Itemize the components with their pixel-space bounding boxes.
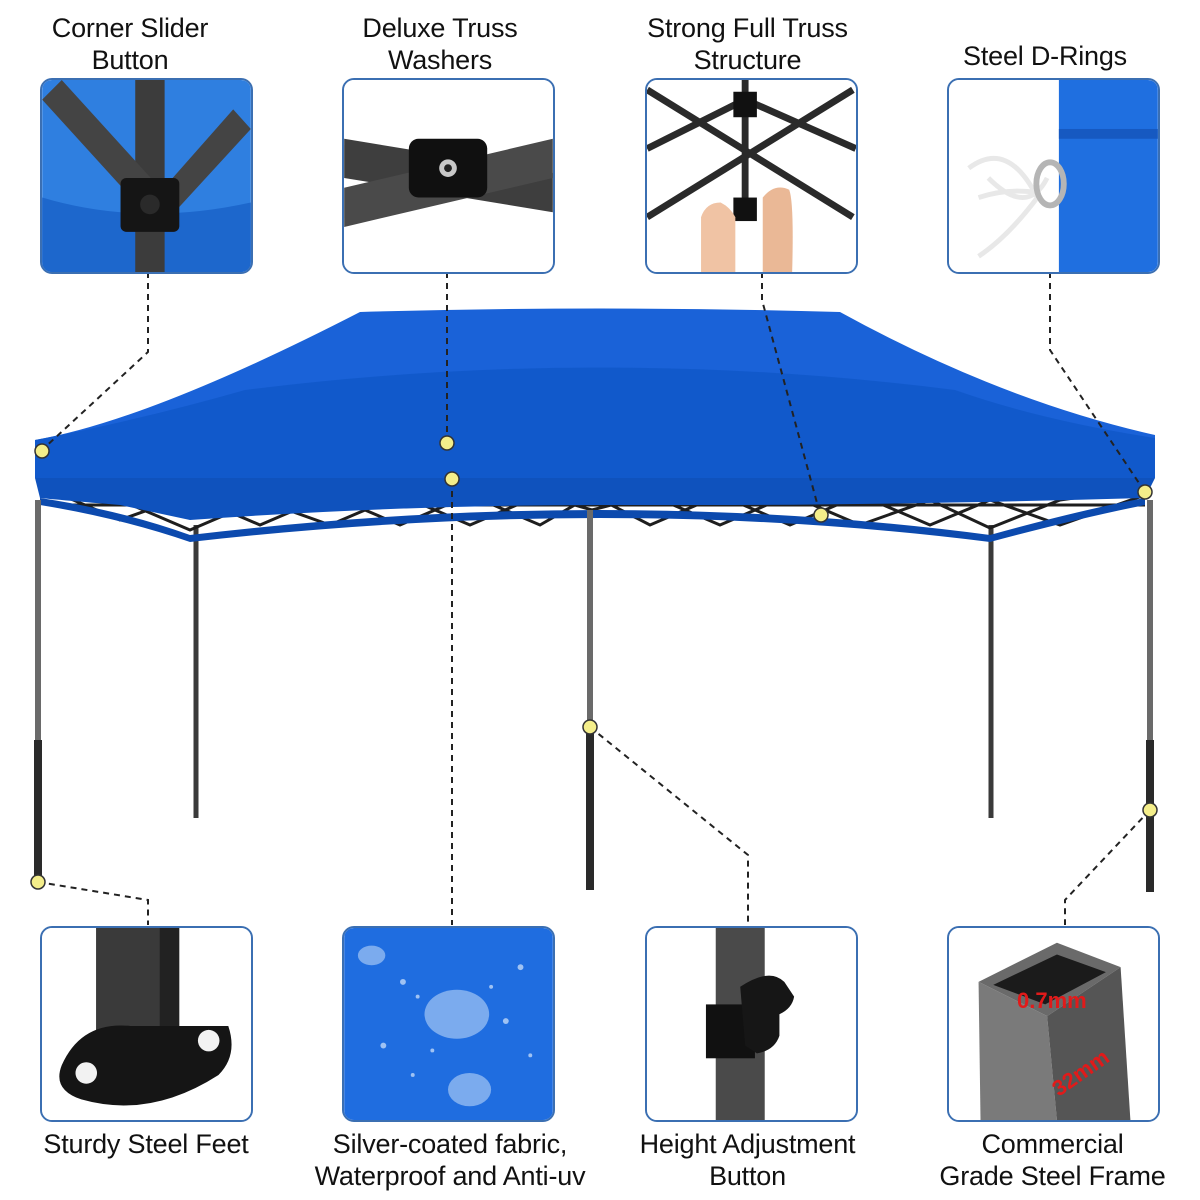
height-button-panel bbox=[645, 926, 858, 1122]
truss-structure-label: Strong Full Truss Structure bbox=[647, 13, 848, 75]
corner-slider-photo bbox=[42, 80, 251, 272]
canopy-valance bbox=[35, 478, 1155, 520]
steel-feet-label: Sturdy Steel Feet bbox=[43, 1129, 249, 1159]
hand-icon bbox=[762, 187, 793, 272]
truss-washer-photo bbox=[344, 80, 553, 272]
foot-plate-icon bbox=[59, 1025, 232, 1106]
truss-structure-panel bbox=[645, 78, 858, 274]
truss-washers-panel bbox=[342, 78, 555, 274]
water-drop-icon bbox=[448, 1072, 492, 1107]
truss-structure-photo bbox=[647, 80, 856, 272]
corner-slider-panel bbox=[40, 78, 253, 274]
steel-frame-panel: 0.7mm 32mm bbox=[947, 926, 1160, 1122]
steel-tube-photo bbox=[949, 928, 1158, 1120]
rear-legs bbox=[193, 525, 994, 818]
d-rings-panel bbox=[947, 78, 1160, 274]
steel-frame-label: Commercial Grade Steel Frame bbox=[939, 1129, 1166, 1191]
canopy-skirt bbox=[40, 498, 1145, 542]
callout-lines bbox=[37, 272, 1151, 925]
truss-frame bbox=[49, 458, 1146, 532]
fabric-label: Silver-coated fabric, Waterproof and Ant… bbox=[314, 1129, 586, 1191]
hotspot-dots bbox=[30, 435, 1158, 890]
canopy-roof-shade bbox=[35, 367, 1155, 479]
adjustment-button-icon bbox=[740, 975, 795, 1054]
d-ring-icon bbox=[1033, 159, 1067, 209]
steel-foot-photo bbox=[42, 928, 251, 1120]
height-button-label: Height Adjustment Button bbox=[639, 1129, 856, 1191]
wall-thickness-label: 0.7mm bbox=[1017, 988, 1087, 1013]
d-rings-label: Steel D-Rings bbox=[963, 41, 1127, 71]
waterproof-fabric-photo bbox=[344, 928, 553, 1120]
water-drop-icon bbox=[424, 989, 490, 1039]
front-legs bbox=[34, 500, 1154, 892]
canopy-roof bbox=[35, 308, 1155, 479]
corner-slider-label: Corner Slider Button bbox=[51, 13, 209, 75]
hand-icon bbox=[701, 202, 736, 272]
fabric-panel bbox=[342, 926, 555, 1122]
water-drop-icon bbox=[357, 945, 386, 966]
steel-feet-panel bbox=[40, 926, 253, 1122]
d-ring-photo bbox=[949, 80, 1158, 272]
height-button-photo bbox=[647, 928, 856, 1120]
truss-washers-label: Deluxe Truss Washers bbox=[362, 13, 518, 75]
